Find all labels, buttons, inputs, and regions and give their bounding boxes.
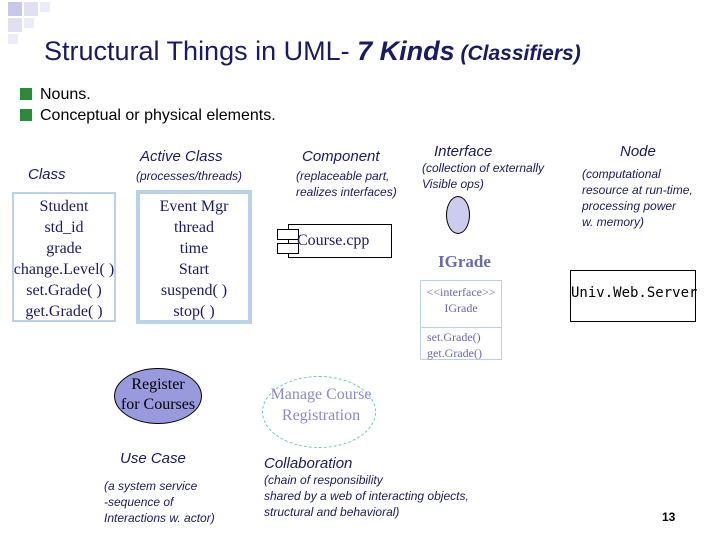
class-box: Student std_id grade change.Level( ) set… — [12, 192, 116, 322]
node-note-line: (computational — [582, 167, 661, 181]
use-case-note: (a system service -sequence of Interacti… — [104, 478, 215, 526]
collaboration-note-line: shared by a web of interacting objects, — [264, 489, 469, 503]
node-box: Univ.Web.Server — [570, 270, 698, 322]
active-class-line: thread — [174, 219, 214, 236]
interface-stereotype: <<interface>> — [426, 285, 496, 299]
use-case-note-line: Interactions w. actor) — [104, 511, 215, 525]
active-class-line: suspend( ) — [160, 282, 228, 299]
node-note-line: resource at run-time, — [582, 183, 693, 197]
collaboration-name: Manage Course Registration — [264, 384, 378, 426]
collaboration-note-line: structural and behavioral) — [264, 505, 400, 519]
interface-note: (collection of externally Visible ops) — [422, 160, 544, 192]
component-note-line: (replaceable part, — [296, 169, 390, 183]
class-line: get.Grade( ) — [25, 303, 103, 320]
interface-box-name: IGrade — [444, 301, 478, 315]
interface-label: Interface — [434, 143, 493, 160]
interface-op: set.Grade() — [427, 330, 481, 344]
interface-lollipop-icon — [446, 196, 470, 234]
use-case-name-line: for Courses — [120, 396, 196, 413]
use-case-ellipse: Register for Courses — [114, 368, 202, 424]
bullet-text: Conceptual or physical elements. — [40, 107, 276, 124]
collaboration-ellipse — [262, 376, 376, 448]
use-case-label: Use Case — [120, 450, 186, 467]
bullet-square-icon — [20, 88, 32, 100]
component-tab-icon — [277, 243, 299, 254]
interface-note-line: Visible ops) — [422, 177, 484, 191]
bullet-square-icon — [20, 109, 32, 121]
class-line: change.Level( ) — [13, 261, 115, 278]
node-note-line: processing power — [582, 199, 677, 213]
component-note-line: realizes interfaces) — [296, 185, 397, 199]
collaboration-label: Collaboration — [264, 455, 353, 472]
active-class-box: Event Mgr thread time Start suspend( ) s… — [136, 190, 252, 324]
active-class-line: Start — [178, 261, 210, 278]
collaboration-name-line: Registration — [281, 407, 361, 424]
bullet-item: Nouns. — [20, 86, 91, 104]
class-line: set.Grade( ) — [26, 282, 102, 299]
active-class-line: stop( ) — [173, 303, 215, 320]
active-class-line: Event Mgr — [159, 198, 229, 215]
component-name: Course.cpp — [297, 232, 370, 249]
slide-title: Structural Things in UML- 7 Kinds (Class… — [44, 36, 581, 67]
node-note-line: w. memory) — [582, 215, 645, 229]
corner-decoration — [0, 0, 60, 45]
active-class-note: (processes/threads) — [136, 169, 243, 183]
interface-name: IGrade — [438, 252, 491, 271]
title-subtitle: (Classifiers) — [454, 42, 581, 65]
active-class-line: time — [179, 240, 209, 257]
use-case-note-line: -sequence of — [104, 495, 174, 509]
class-line: grade — [46, 240, 82, 257]
interface-ops: set.Grade() get.Grade() — [427, 329, 482, 361]
component-box: Course.cpp — [277, 224, 392, 258]
component-label: Component — [302, 148, 380, 165]
title-main: Structural Things in UML- — [44, 36, 358, 66]
title-emphasis: 7 Kinds — [357, 36, 455, 66]
interface-note-line: (collection of externally — [422, 161, 545, 175]
node-note: (computational resource at run-time, pro… — [582, 166, 693, 230]
use-case-name-line: Register — [131, 376, 185, 393]
use-case-note-line: (a system service — [104, 479, 198, 493]
page-number: 13 — [662, 510, 676, 524]
bullet-text: Nouns. — [40, 86, 91, 103]
node-name: Univ.Web.Server — [571, 285, 698, 301]
component-note: (replaceable part, realizes interfaces) — [296, 168, 397, 200]
interface-box: <<interface>> IGrade set.Grade() get.Gra… — [420, 280, 502, 360]
interface-op: get.Grade() — [427, 346, 482, 360]
active-class-label: Active Class — [140, 148, 223, 165]
collaboration-note-line: (chain of responsibility — [264, 473, 383, 487]
collaboration-name-line: Manage Course — [270, 386, 372, 403]
class-line: std_id — [44, 219, 84, 236]
class-label: Class — [28, 166, 66, 183]
component-tab-icon — [277, 229, 299, 240]
node-label: Node — [620, 143, 656, 160]
bullet-item: Conceptual or physical elements. — [20, 107, 276, 125]
class-line: Student — [39, 198, 89, 215]
collaboration-note: (chain of responsibility shared by a web… — [264, 472, 469, 520]
